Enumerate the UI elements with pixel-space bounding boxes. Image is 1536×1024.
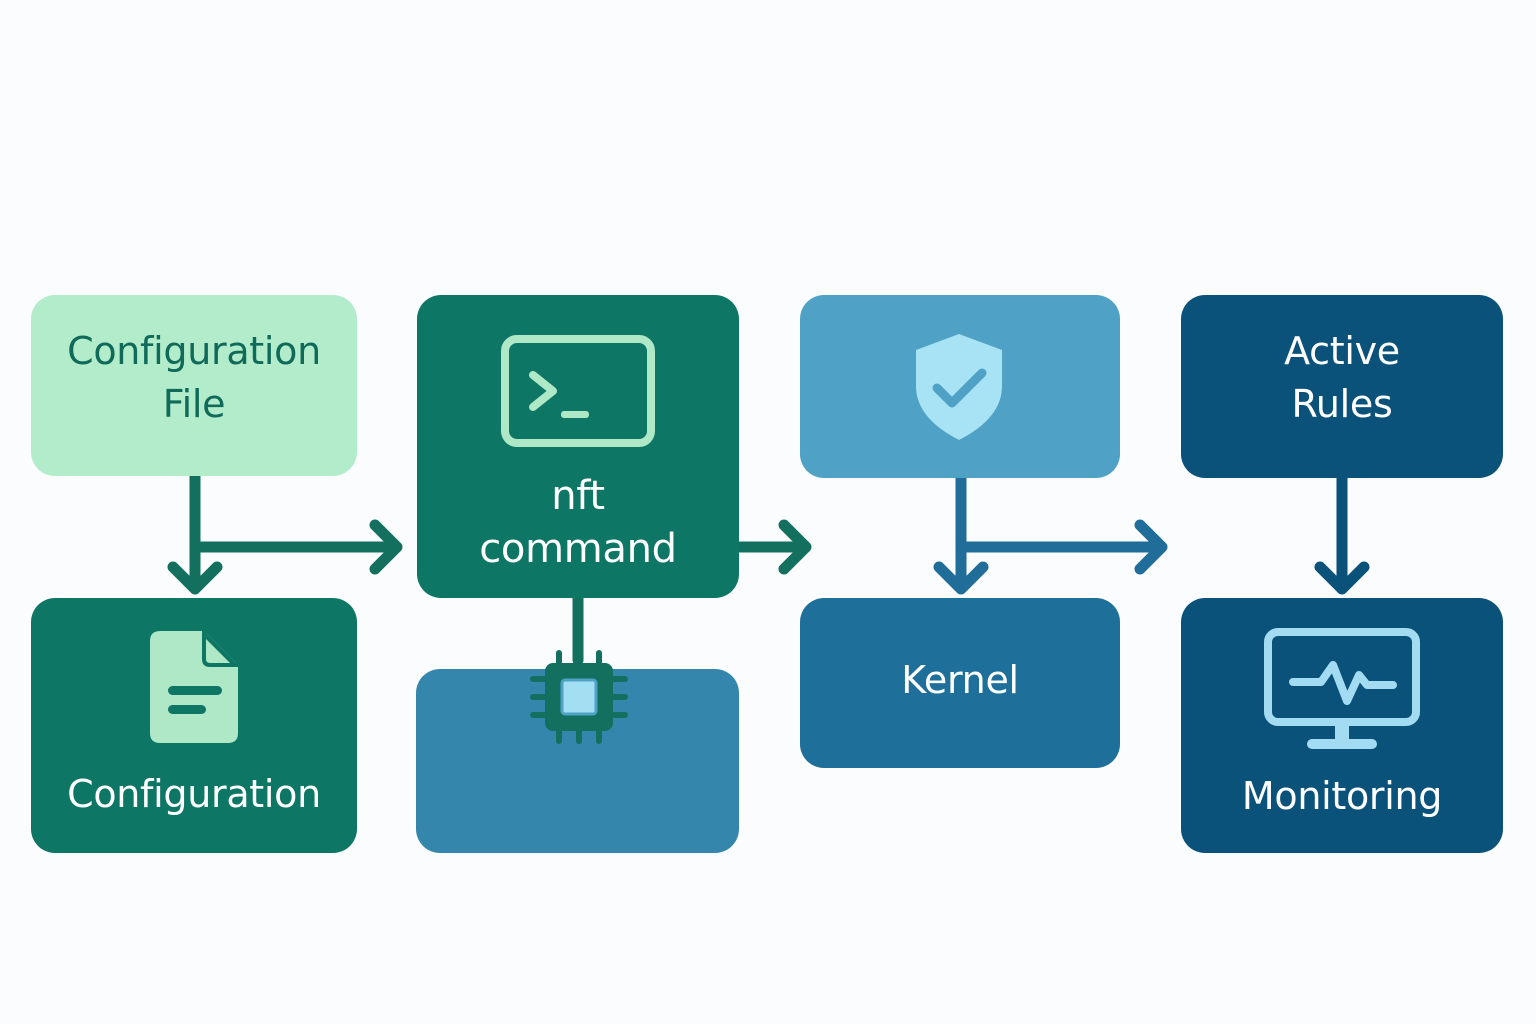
node-monitoring: Monitoring bbox=[1181, 598, 1503, 853]
node-kernel: Kernel bbox=[800, 598, 1120, 768]
node-active-rules-label: Active Rules bbox=[1284, 329, 1400, 426]
arrowhead-monitoring bbox=[1314, 561, 1370, 595]
node-configuration: Configuration bbox=[31, 598, 357, 853]
node-security bbox=[800, 295, 1120, 478]
node-monitoring-label: Monitoring bbox=[1241, 774, 1443, 818]
monitor-pulse-icon bbox=[1264, 628, 1420, 749]
node-config-file: Configuration File bbox=[31, 295, 357, 476]
node-active-rules: Active Rules bbox=[1181, 295, 1503, 478]
terminal-icon bbox=[501, 335, 655, 447]
document-icon bbox=[150, 631, 238, 743]
node-nft-command-label: nft command bbox=[479, 473, 677, 572]
node-configuration-label: Configuration bbox=[67, 772, 321, 816]
arrowhead-configuration bbox=[167, 561, 223, 595]
arrowhead-rules bbox=[1134, 519, 1168, 575]
shield-check-icon bbox=[916, 334, 1002, 440]
node-config-file-label: Configuration File bbox=[67, 329, 321, 426]
node-hardware bbox=[416, 650, 739, 853]
arrowhead-security bbox=[778, 519, 812, 575]
arrowhead-kernel bbox=[933, 561, 989, 595]
chip-icon bbox=[530, 650, 628, 744]
arrowhead-nft bbox=[369, 519, 403, 575]
node-nft-command: nft command bbox=[417, 295, 739, 598]
node-kernel-label: Kernel bbox=[901, 658, 1019, 702]
